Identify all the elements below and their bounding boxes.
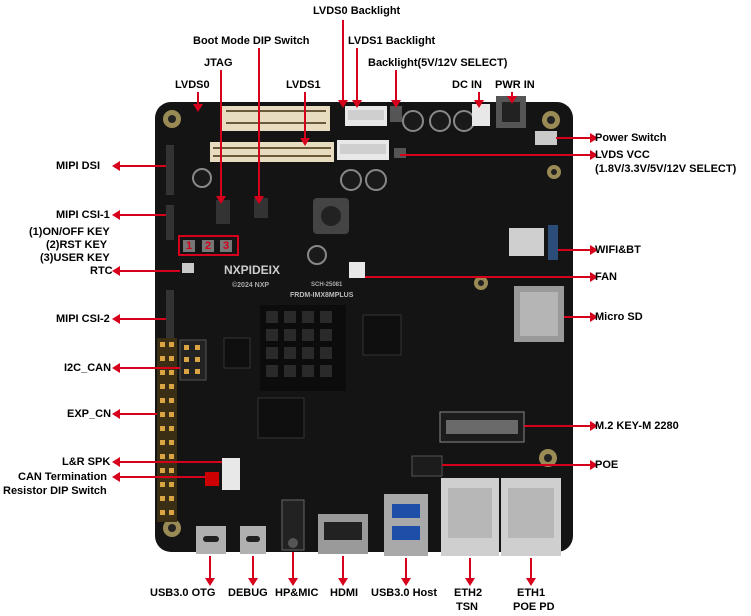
label-hdmi: HDMI — [330, 587, 359, 599]
speaker-connector — [222, 458, 240, 490]
mipi-dsi-connector — [166, 145, 174, 195]
label-key2: (2)RST KEY — [46, 239, 108, 251]
label-rtc: RTC — [90, 265, 113, 277]
jtag-connector — [216, 200, 230, 224]
label-power-switch: Power Switch — [595, 132, 667, 144]
lvds-header — [222, 106, 330, 131]
label-mipi-csi1: MIPI CSI-1 — [56, 209, 110, 221]
callout-lines — [120, 20, 590, 580]
lvds-vcc-jumper — [394, 148, 406, 158]
dc-in-connector — [472, 104, 490, 126]
key-group-outline — [178, 235, 239, 256]
label-poe: POE — [595, 459, 619, 471]
label-backlight-select: Backlight(5V/12V SELECT) — [368, 57, 508, 69]
memory-chip — [362, 314, 402, 356]
label-usb-otg: USB3.0 OTG — [150, 587, 216, 599]
label-mipi-dsi: MIPI DSI — [56, 160, 101, 172]
label-i2c-can: I2C_CAN — [64, 362, 112, 374]
label-lvds-vcc: LVDS VCC — [595, 149, 650, 161]
mipi-csi2-connector — [166, 290, 174, 340]
pmic-chip — [223, 337, 251, 369]
fan-connector — [349, 262, 365, 278]
label-lvds0: LVDS0 — [175, 79, 210, 91]
label-can-termination: CAN Termination — [18, 471, 108, 483]
label-lvds1: LVDS1 — [286, 79, 321, 91]
key-num-3: 3 — [223, 240, 230, 252]
label-eth1-poe-pd: POE PD — [513, 601, 555, 613]
can-termination-switch — [205, 472, 219, 486]
power-switch — [535, 131, 557, 145]
label-dc-in: DC IN — [452, 79, 482, 91]
mipi-csi1-connector — [166, 205, 174, 240]
wifi-module — [509, 228, 544, 256]
usb-host-port — [384, 494, 428, 556]
label-mipi-csi2: MIPI CSI-2 — [56, 313, 110, 325]
i2c-can-header — [179, 339, 207, 381]
label-usb-host: USB3.0 Host — [371, 587, 438, 599]
label-key1: (1)ON/OFF KEY — [29, 226, 110, 238]
emmc-chip — [257, 397, 305, 439]
label-wifi-bt: WIFI&BT — [595, 244, 641, 256]
label-pwr-in: PWR IN — [495, 79, 535, 91]
label-m2: M.2 KEY-M 2280 — [595, 420, 679, 432]
board-rev: SCH-25081 — [311, 282, 343, 288]
label-debug: DEBUG — [228, 587, 268, 599]
key-num-1: 1 — [186, 240, 193, 252]
label-eth2-tsn: TSN — [456, 601, 478, 613]
board-logo: NXPIDEIX — [224, 263, 281, 277]
backlight-select-jumper — [390, 106, 402, 122]
label-exp-cn: EXP_CN — [67, 408, 112, 420]
label-micro-sd: Micro SD — [595, 311, 643, 323]
label-hp-mic: HP&MIC — [275, 587, 319, 599]
lvds0-header — [210, 142, 334, 162]
heatsink-fins — [266, 311, 332, 377]
label-lvds0-backlight: LVDS0 Backlight — [313, 5, 401, 17]
label-can-dip: Resistor DIP Switch — [3, 485, 107, 497]
label-eth1: ETH1 — [517, 587, 546, 599]
label-eth2: ETH2 — [454, 587, 483, 599]
poe-module — [411, 455, 443, 477]
label-fan: FAN — [595, 271, 617, 283]
callout-arrowheads — [112, 96, 598, 586]
label-lvds1-backlight: LVDS1 Backlight — [348, 35, 436, 47]
label-jtag: JTAG — [204, 57, 233, 69]
rtc-battery — [182, 263, 194, 273]
label-key3: (3)USER KEY — [40, 252, 110, 264]
label-lr-spk: L&R SPK — [62, 456, 111, 468]
boot-dip-switch — [254, 198, 268, 218]
hp-mic-jack — [281, 499, 305, 551]
board-model: FRDM-IMX8MPLUS — [290, 292, 354, 299]
key-num-2: 2 — [205, 240, 212, 252]
label-boot-mode: Boot Mode DIP Switch — [193, 35, 310, 47]
label-lvds-vcc-select: (1.8V/3.3V/5V/12V SELECT) — [595, 163, 737, 175]
board-copyright: ©2024 NXP — [232, 282, 270, 289]
